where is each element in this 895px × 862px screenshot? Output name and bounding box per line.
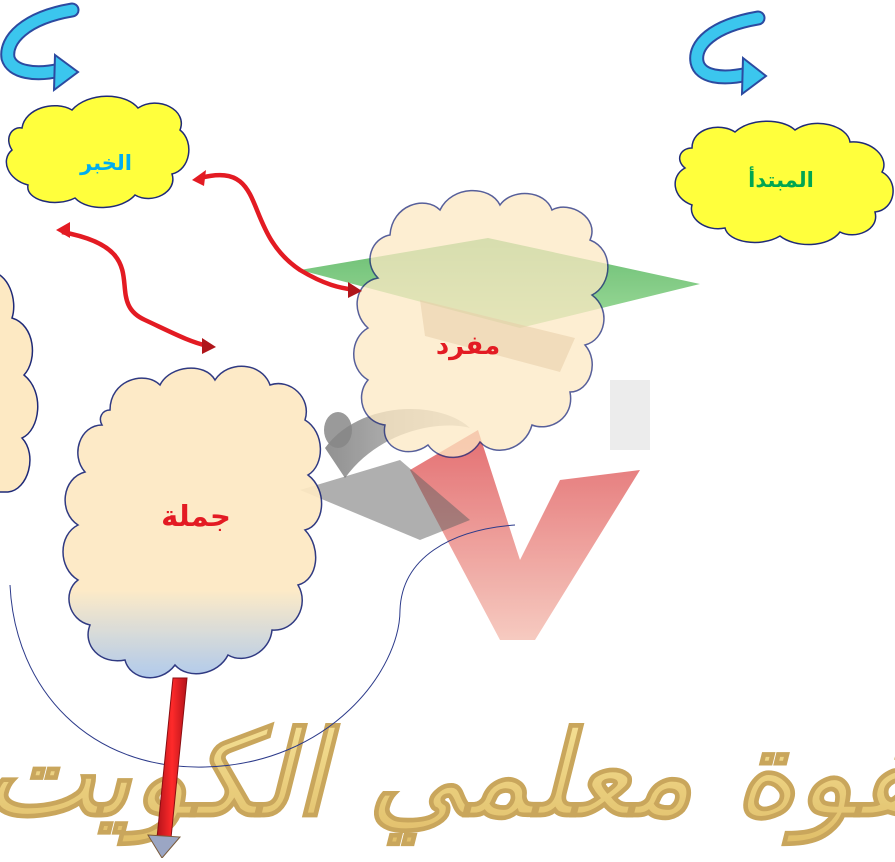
label-khabar: الخبر — [80, 151, 132, 175]
cloud-left-partial — [0, 274, 39, 493]
connector-khabar-jumla — [56, 222, 216, 354]
watermark-dot — [324, 412, 352, 448]
watermark-pillar — [610, 380, 650, 450]
cloud-jumla — [62, 365, 323, 679]
curved-arrow-left-icon — [0, 2, 80, 93]
curved-arrow-right-icon — [689, 10, 768, 97]
cloud-mubtada — [674, 120, 894, 246]
label-mubtada: المبتدأ — [748, 168, 814, 192]
cloud-khabar — [5, 95, 190, 209]
bracket-arc — [9, 524, 516, 768]
label-mufrad: مفرد — [435, 331, 501, 361]
label-jumla: جملة — [161, 499, 231, 533]
watermark-logo: صفوة معلمي الكويت — [0, 238, 895, 847]
down-arrow — [147, 677, 188, 859]
watermark-red-chevron — [410, 430, 640, 640]
watermark-calligraphy: صفوة معلمي الكويت — [0, 704, 895, 846]
connector-khabar-mufrad — [192, 170, 362, 298]
cloud-mufrad — [353, 189, 609, 459]
watermark-dark-chevron — [300, 460, 470, 540]
